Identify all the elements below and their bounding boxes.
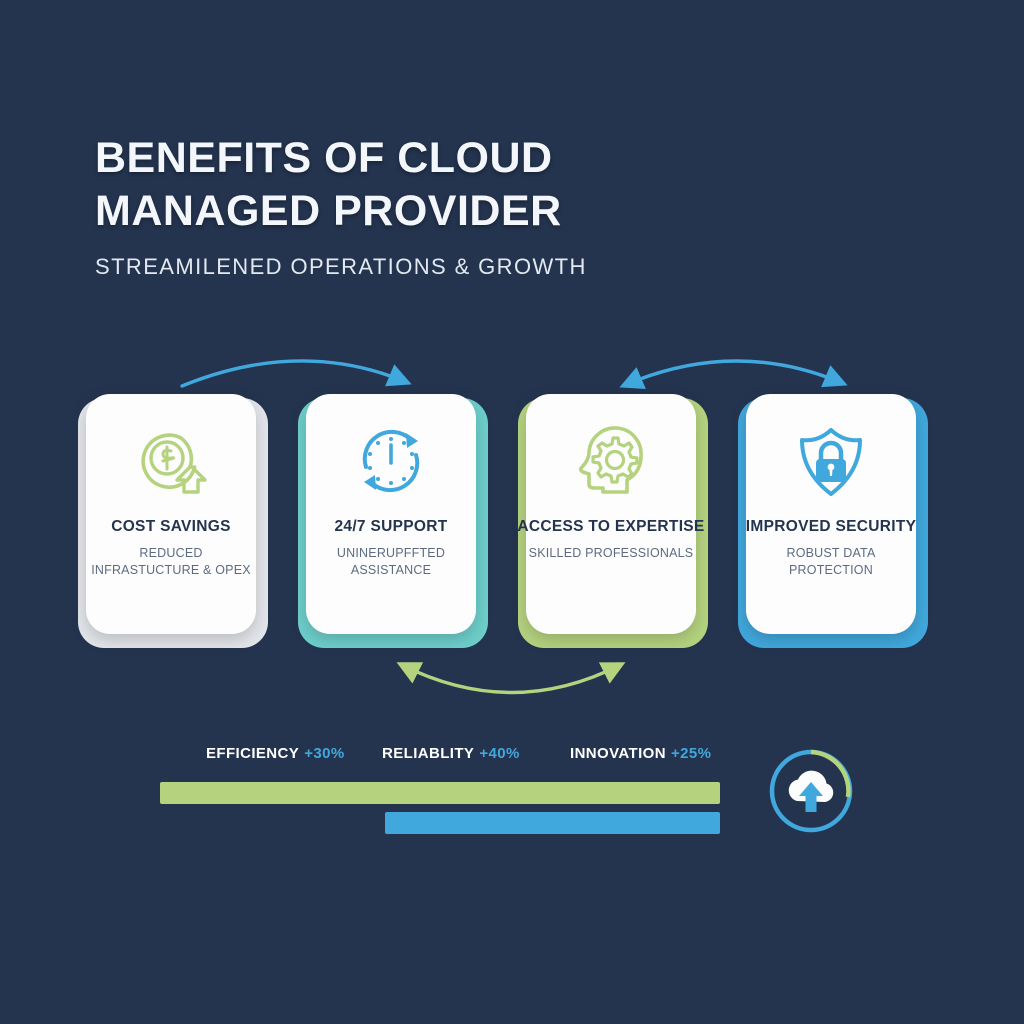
benefit-card-support[interactable]: 24/7 SUPPORT UNINERUPFFTED ASSISTANCE [298,394,488,648]
benefit-card-cost-savings[interactable]: COST SAVINGS REDUCED INFRASTUCTURE & OPE… [78,394,268,648]
page-title-line-1: BENEFITS OF CLOUD [95,134,553,182]
dollar-circle-arrow-up-icon [125,420,217,504]
header-block: BENEFITS OF CLOUD MANAGED PROVIDER STREA… [95,132,587,280]
card-title: 24/7 SUPPORT [334,518,448,535]
benefit-card-expertise[interactable]: ACCESS TO EXPERTISE SKILLED PROFESSIONAL… [517,394,708,648]
stat-label-text: EFFICIENCY [206,745,300,762]
stat-innovation: INNOVATION+25% [570,745,711,762]
stat-label-text: INNOVATION [570,745,666,762]
stat-value-text: +40% [479,745,520,762]
card-description: REDUCED INFRASTUCTURE & OPEX [91,546,251,577]
clock-refresh-icon [345,420,437,504]
progress-bar-green [160,782,720,804]
shield-lock-icon [785,420,877,504]
stat-efficiency: EFFICIENCY+30% [206,745,345,762]
card-description: ROBUST DATA PROTECTION [786,546,876,577]
benefit-cards-row: COST SAVINGS REDUCED INFRASTUCTURE & OPE… [0,394,1024,658]
card-title: ACCESS TO EXPERTISE [517,518,705,535]
card-face: COST SAVINGS REDUCED INFRASTUCTURE & OPE… [86,394,256,634]
stat-label-text: RELIABLITY [382,745,475,762]
upload-arrow-shape [799,782,823,812]
arrow-card3-to-card4 [619,359,848,390]
page-title-line-2: MANAGED PROVIDER [95,187,562,235]
head-gear-icon [565,420,657,504]
stat-reliability: RELIABLITY+40% [382,745,520,762]
progress-bar-blue [385,812,720,834]
card-face: 24/7 SUPPORT UNINERUPFFTED ASSISTANCE [306,394,476,634]
card-description: SKILLED PROFESSIONALS [528,546,694,560]
card-title: COST SAVINGS [111,518,231,535]
stats-label-row: EFFICIENCY+30% RELIABLITY+40% INNOVATION… [160,745,720,771]
arrow-card1-to-card2 [180,359,412,388]
stat-value-text: +30% [304,745,345,762]
arrow-card2-to-card3 [396,662,626,695]
card-description: UNINERUPFFTED ASSISTANCE [336,546,446,577]
page-subtitle: STREAMILENED OPERATIONS & GROWTH [95,254,587,279]
cloud-upload-badge[interactable] [766,746,856,836]
card-face: IMPROVED SECURITY ROBUST DATA PROTECTION [746,394,916,634]
benefit-card-security[interactable]: IMPROVED SECURITY ROBUST DATA PROTECTION [738,394,928,648]
card-face: ACCESS TO EXPERTISE SKILLED PROFESSIONAL… [517,394,704,634]
card-title: IMPROVED SECURITY [745,518,917,535]
stat-value-text: +25% [670,745,712,762]
